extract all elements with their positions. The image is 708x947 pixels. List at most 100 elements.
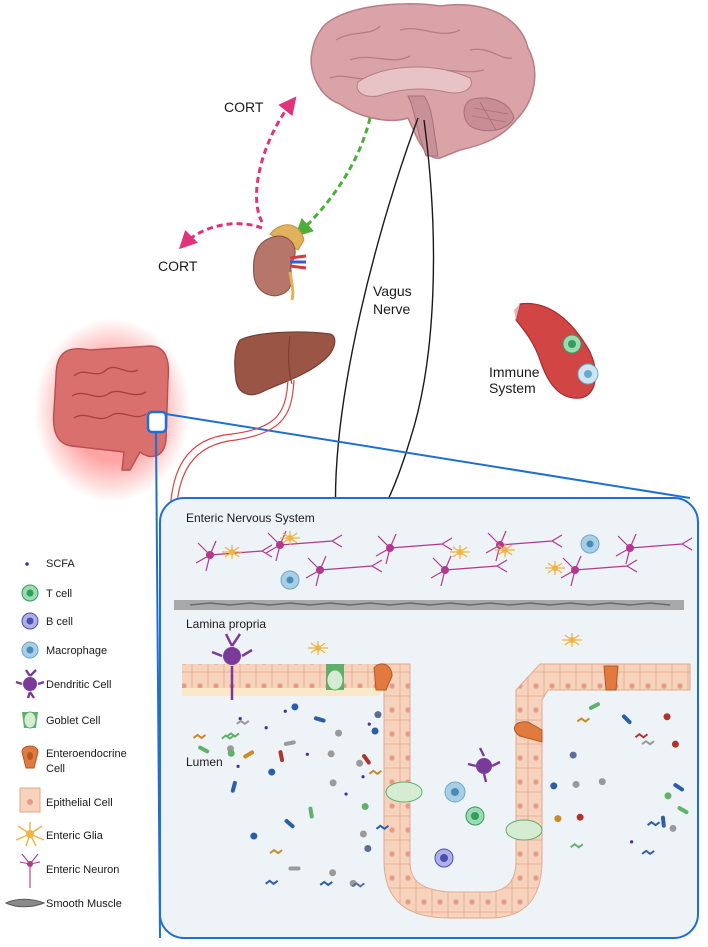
enteric-neuron — [305, 555, 383, 587]
bacterium-spiral — [368, 769, 382, 776]
enteric-glia — [562, 633, 582, 647]
enteric-nervous-system-label: Enteric Nervous System — [186, 511, 315, 525]
bacterium-coccus — [356, 759, 364, 767]
lumen-label: Lumen — [186, 755, 223, 769]
legend-label-goblet-cell: Goblet Cell — [46, 715, 101, 727]
bacterium-spiral — [570, 842, 584, 849]
bacterium-coccus — [335, 729, 343, 737]
enteric-glia — [222, 545, 242, 559]
scfa-molecule — [236, 764, 240, 768]
vagus-nerve-label-line2: Nerve — [373, 301, 411, 317]
bacterium-spiral — [634, 733, 649, 739]
bacterium-spiral — [319, 880, 333, 887]
bacterium-rod — [278, 750, 285, 763]
enteroendocrine-cells — [373, 663, 619, 743]
bacterium-rod — [284, 818, 295, 829]
enteric-neuron — [195, 540, 273, 572]
bacterium-coccus — [227, 749, 235, 757]
cort-arrow-up — [255, 96, 297, 223]
goblet-cell-icon — [22, 711, 38, 729]
legend-label-t-cell: T cell — [46, 588, 73, 600]
goblet-cells — [326, 664, 543, 841]
scfa-molecule — [630, 840, 634, 844]
bacterium-rod — [588, 702, 601, 710]
kidney-adrenal-icon — [252, 224, 307, 301]
enteric-glia — [450, 545, 470, 559]
bacterium-spiral — [226, 732, 240, 738]
legend-label-macrophage: Macrophage — [46, 645, 108, 657]
smooth-muscle-icon — [4, 898, 46, 908]
bacterium-rod — [313, 716, 326, 723]
enteric-glia-icon — [15, 822, 45, 847]
bacterium-coccus — [550, 782, 558, 790]
enteric-neuron — [615, 533, 693, 565]
legend-label-b-cell: B cell — [46, 616, 73, 628]
enteric-neuron — [265, 530, 343, 562]
brain-icon — [310, 3, 536, 159]
cort-label-left: CORT — [158, 258, 198, 274]
liver-icon — [234, 331, 336, 396]
basement-membrane — [182, 688, 382, 696]
enteric-neuron — [485, 530, 563, 562]
enteric-neuron — [430, 555, 508, 587]
bacterium-coccus — [250, 832, 258, 840]
bacterium-coccus — [663, 713, 671, 721]
immune-system-label-line1: Immune — [489, 364, 540, 380]
bacterium-coccus — [598, 778, 606, 786]
cort-label-top: CORT — [224, 99, 264, 115]
enteric-glia — [545, 561, 565, 575]
enteric-neuron-network — [195, 530, 693, 587]
bacterium-rod — [198, 745, 210, 754]
bacterium-coccus — [374, 711, 382, 719]
scfa-molecule — [264, 726, 268, 730]
bacterium-coccus — [291, 703, 299, 711]
enteric-glia — [308, 641, 328, 655]
legend-label-dendritic-cell: Dendritic Cell — [46, 679, 112, 691]
macrophage-cells — [280, 534, 600, 803]
scfa-molecule — [367, 722, 371, 726]
t-cell-icon — [21, 584, 39, 602]
zoom-region-marker — [146, 410, 168, 434]
bacterium-spiral — [576, 717, 590, 723]
smooth-muscle-band — [174, 600, 684, 610]
bacterium-rod — [288, 866, 301, 871]
bacterium-spiral — [236, 719, 250, 726]
legend-label-smooth-muscle: Smooth Muscle — [46, 898, 122, 910]
bacterium-coccus — [329, 779, 337, 787]
intestine-icon — [34, 318, 190, 502]
scfa-molecule — [344, 792, 348, 796]
epithelial-cell-icon — [19, 787, 41, 813]
bacterium-coccus — [572, 780, 580, 788]
bacterium-coccus — [268, 768, 276, 776]
bacterium-coccus — [364, 844, 372, 852]
blood-vessel-icon — [514, 302, 599, 399]
scfa-dot-icon — [25, 562, 29, 566]
legend-label-scfa: SCFA — [46, 558, 75, 570]
enteric-neuron-icon — [19, 853, 41, 888]
enteric-neuron — [560, 555, 638, 587]
bacterium-rod — [283, 740, 296, 746]
bacterium-spiral — [641, 849, 655, 856]
bacterium-rod — [230, 780, 237, 793]
immune-system-label-line2: System — [489, 380, 536, 396]
b-cell — [434, 848, 454, 868]
bacterium-spiral — [375, 824, 390, 831]
bacterium-rod — [673, 783, 685, 792]
legend-label-enteroendocrine-line1: Enteroendocrine — [46, 748, 127, 760]
bacterium-rod — [621, 714, 632, 725]
bacterium-coccus — [361, 803, 369, 811]
lamina-propria-label: Lamina propria — [186, 617, 267, 631]
bacterium-spiral — [641, 739, 655, 746]
enteric-glia — [280, 531, 300, 545]
scfa-molecule — [361, 775, 365, 779]
bacterium-coccus — [554, 815, 562, 823]
b-cell-icon — [21, 612, 39, 630]
legend-label-enteric-glia: Enteric Glia — [46, 830, 103, 842]
bacterium-coccus — [371, 727, 379, 735]
bacterium-coccus — [671, 740, 679, 748]
brain-to-adrenal-arrow — [294, 117, 372, 237]
bacterium-spiral — [269, 848, 283, 855]
cort-arrow-left — [178, 222, 263, 250]
dendritic-cell-icon — [15, 669, 45, 699]
